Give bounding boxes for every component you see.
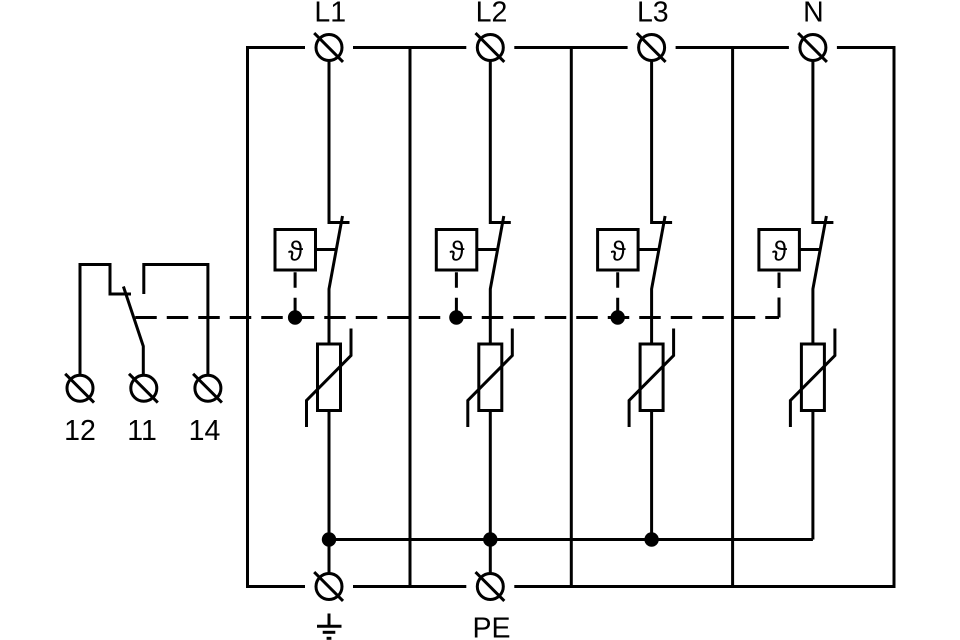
svg-text:L2: L2 [476,0,508,29]
svg-text:ϑ: ϑ [288,235,303,266]
svg-text:N: N [803,0,824,29]
svg-text:L1: L1 [314,0,346,29]
svg-text:PE: PE [472,613,510,640]
svg-text:12: 12 [64,415,96,447]
svg-text:ϑ: ϑ [772,235,787,266]
svg-text:14: 14 [189,415,221,447]
svg-text:L3: L3 [637,0,669,29]
svg-text:11: 11 [127,415,157,447]
svg-text:ϑ: ϑ [611,235,626,266]
svg-text:ϑ: ϑ [449,235,464,266]
